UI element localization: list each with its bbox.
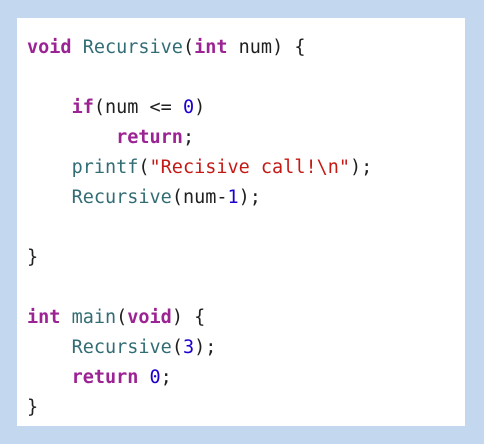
- code-token-kw: void: [27, 37, 72, 58]
- code-token-fn: Recursive: [71, 187, 172, 208]
- code-token-plain: [27, 97, 72, 118]
- code-token-plain: (: [138, 157, 150, 178]
- code-token-plain: (: [116, 307, 128, 328]
- code-line: int main(void) {: [27, 303, 372, 333]
- code-token-kw: void: [127, 307, 172, 328]
- code-token-plain: [60, 307, 71, 328]
- code-token-num: 0: [182, 97, 195, 118]
- code-token-num: 3: [182, 337, 195, 358]
- code-token-kw: if: [71, 97, 94, 118]
- code-token-plain: ): [194, 97, 206, 118]
- code-token-str: "Recisive call!\n": [149, 157, 351, 178]
- code-line: printf("Recisive call!\n");: [27, 153, 373, 183]
- code-token-plain: );: [194, 337, 217, 358]
- code-token-num: 0: [149, 367, 161, 388]
- code-token-kw: int: [27, 307, 61, 328]
- code-line: }: [27, 393, 372, 423]
- code-token-plain: );: [350, 157, 373, 178]
- code-line: void Recursive(int num) {: [27, 33, 372, 63]
- code-line: Recursive(3);: [27, 333, 372, 363]
- code-token-fn: Recursive: [71, 337, 172, 358]
- code-line: Recursive(num-1);: [27, 183, 372, 213]
- code-token-plain: [27, 337, 72, 358]
- code-token-kw: int: [194, 37, 228, 58]
- code-line: [27, 63, 372, 93]
- code-panel: void Recursive(int num) { if(num <= 0) r…: [17, 18, 465, 426]
- code-token-plain: (: [182, 37, 195, 58]
- code-token-plain: [138, 367, 149, 388]
- code-line: }: [27, 243, 372, 273]
- code-token-fn: printf: [71, 157, 139, 178]
- code-token-plain: (num-: [171, 187, 228, 208]
- code-token-plain: [27, 157, 72, 178]
- code-token-plain: }: [27, 247, 39, 268]
- code-token-plain: num) {: [227, 37, 306, 58]
- code-token-fn: Recursive: [82, 37, 183, 58]
- code-token-plain: [27, 367, 72, 388]
- code-token-plain: );: [238, 187, 261, 208]
- code-token-plain: (num <=: [93, 97, 183, 118]
- code-token-num: 1: [227, 187, 239, 208]
- code-token-plain: ;: [160, 367, 172, 388]
- code-token-plain: ;: [182, 127, 195, 148]
- code-token-plain: }: [27, 397, 39, 418]
- code-token-plain: ) {: [171, 307, 206, 328]
- code-token-kw: return: [71, 367, 139, 388]
- code-token-kw: return: [116, 127, 183, 148]
- code-block: void Recursive(int num) { if(num <= 0) r…: [27, 33, 372, 423]
- code-token-plain: (: [171, 337, 183, 358]
- code-token-plain: [27, 127, 116, 148]
- code-line: if(num <= 0): [27, 93, 372, 123]
- code-token-plain: [72, 37, 83, 58]
- code-line: return;: [27, 123, 372, 153]
- code-line: return 0;: [27, 363, 372, 393]
- code-line: [27, 273, 372, 303]
- code-token-fn: main: [71, 307, 117, 328]
- code-line: [27, 213, 372, 243]
- code-token-plain: [27, 187, 72, 208]
